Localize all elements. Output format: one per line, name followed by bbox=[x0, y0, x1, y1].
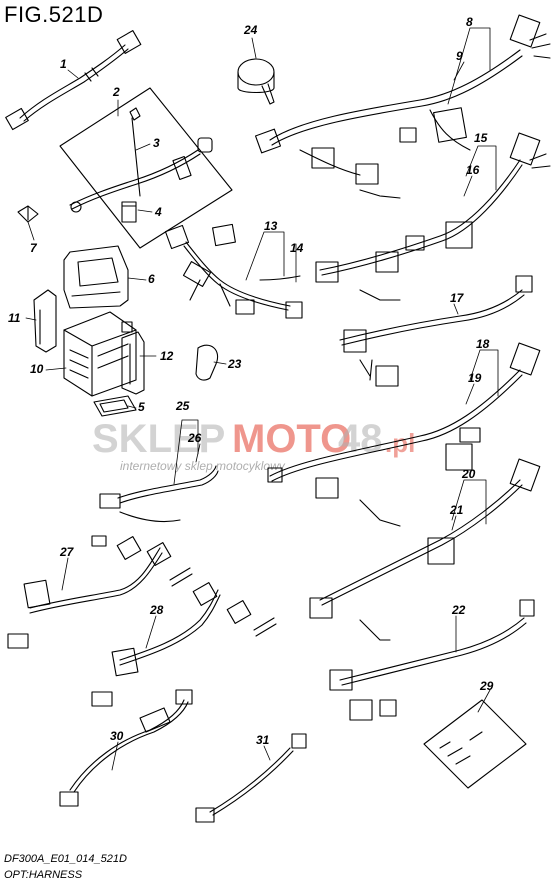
callout-13: 13 bbox=[264, 219, 278, 233]
part-1-harness bbox=[5, 30, 142, 131]
part-22-harness bbox=[329, 599, 535, 721]
part-18-harness bbox=[267, 342, 541, 527]
callout-6: 6 bbox=[148, 272, 155, 286]
part-13-harness bbox=[164, 223, 303, 319]
part-31-harness bbox=[195, 733, 307, 823]
callout-29: 29 bbox=[479, 679, 494, 693]
callout-3: 3 bbox=[153, 136, 160, 150]
figure-name: OPT:HARNESS bbox=[4, 869, 83, 881]
part-10-ecu-module bbox=[63, 311, 137, 397]
callout-9: 9 bbox=[456, 49, 463, 63]
part-23-boot bbox=[195, 344, 218, 381]
callout-7: 7 bbox=[30, 241, 38, 255]
part-25-harness bbox=[91, 465, 219, 547]
watermark-brand-left: SKLEP bbox=[92, 417, 225, 461]
callout-8: 8 bbox=[466, 15, 473, 29]
part-20-harness bbox=[309, 458, 541, 641]
part-24-buzzer bbox=[237, 58, 275, 105]
part-28-harness bbox=[91, 582, 277, 707]
part-15-harness bbox=[315, 132, 551, 301]
figure-code: DF300A_E01_014_521D bbox=[4, 853, 127, 865]
figure-title: FIG.521D bbox=[4, 2, 104, 27]
callout-4: 4 bbox=[154, 205, 162, 219]
part-7-clip bbox=[17, 205, 39, 223]
part-30-harness bbox=[59, 689, 193, 807]
part-5-pad bbox=[93, 395, 137, 417]
callout-27: 27 bbox=[59, 545, 75, 559]
part-2-grounding-kit bbox=[59, 87, 233, 249]
callout-30: 30 bbox=[110, 729, 124, 743]
callout-18: 18 bbox=[476, 337, 490, 351]
callout-22: 22 bbox=[451, 603, 466, 617]
watermark: SKLEP MOTO 48 .pl internetowy sklep moto… bbox=[92, 417, 415, 473]
leader-lines bbox=[25, 27, 499, 771]
watermark-brand-mid: MOTO bbox=[232, 417, 351, 461]
part-8-harness bbox=[254, 14, 551, 199]
part-29-instruction-sheet bbox=[423, 699, 527, 789]
callout-15: 15 bbox=[474, 131, 488, 145]
callout-25: 25 bbox=[175, 399, 190, 413]
callout-2: 2 bbox=[112, 85, 120, 99]
callout-21: 21 bbox=[449, 503, 464, 517]
part-6-bracket bbox=[63, 245, 129, 309]
callout-19: 19 bbox=[468, 371, 482, 385]
watermark-brand-right: 48 bbox=[338, 417, 383, 461]
callout-26: 26 bbox=[187, 431, 202, 445]
callout-31: 31 bbox=[256, 733, 270, 747]
callout-17: 17 bbox=[450, 291, 465, 305]
callout-14: 14 bbox=[290, 241, 304, 255]
part-11-bracket bbox=[33, 289, 57, 353]
part-12-bracket bbox=[121, 331, 145, 395]
callout-23: 23 bbox=[227, 357, 242, 371]
callout-12: 12 bbox=[160, 349, 174, 363]
callout-labels: 1 2 3 4 5 6 7 8 9 10 11 12 13 14 15 16 1… bbox=[8, 15, 494, 747]
callout-16: 16 bbox=[466, 163, 480, 177]
watermark-tagline: internetowy sklep motocyklowy bbox=[120, 459, 286, 473]
callout-5: 5 bbox=[138, 400, 145, 414]
callout-11: 11 bbox=[8, 311, 21, 325]
callout-1: 1 bbox=[60, 57, 67, 71]
part-17-harness bbox=[339, 275, 533, 387]
callout-24: 24 bbox=[243, 23, 258, 37]
part-27-harness bbox=[7, 536, 193, 649]
callout-20: 20 bbox=[461, 467, 476, 481]
callout-28: 28 bbox=[149, 603, 164, 617]
callout-10: 10 bbox=[30, 362, 44, 376]
